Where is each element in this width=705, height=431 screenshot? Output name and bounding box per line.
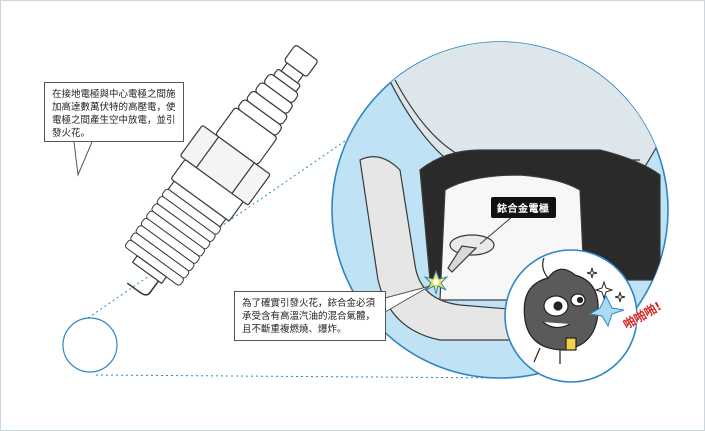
callout-tail-top: [73, 141, 93, 177]
zoom-connector-lines: [87, 109, 511, 379]
callout-spark-gap: 在接地電極與中心電極之間施加高達數萬伏特的高壓電，使電極之間產生空中放電，並引發…: [44, 82, 184, 142]
spark-icon: [423, 269, 449, 295]
callout-tail-bottom: [384, 285, 431, 313]
sparkle-icon: [586, 267, 626, 303]
iridium-electrode-label: 銥合金電極: [491, 197, 556, 218]
tip-highlight-circle: [62, 317, 118, 373]
mascot-character: [523, 257, 599, 364]
mascot-bubble: [504, 249, 638, 383]
spark-plug: [124, 45, 318, 296]
flash-icon: [588, 294, 625, 328]
callout-alloy-requirement: 為了確實引發火花，銥合金必須承受含有高溫汽油的混合氣體，且不斷重複燃燒、爆炸。: [234, 291, 386, 341]
